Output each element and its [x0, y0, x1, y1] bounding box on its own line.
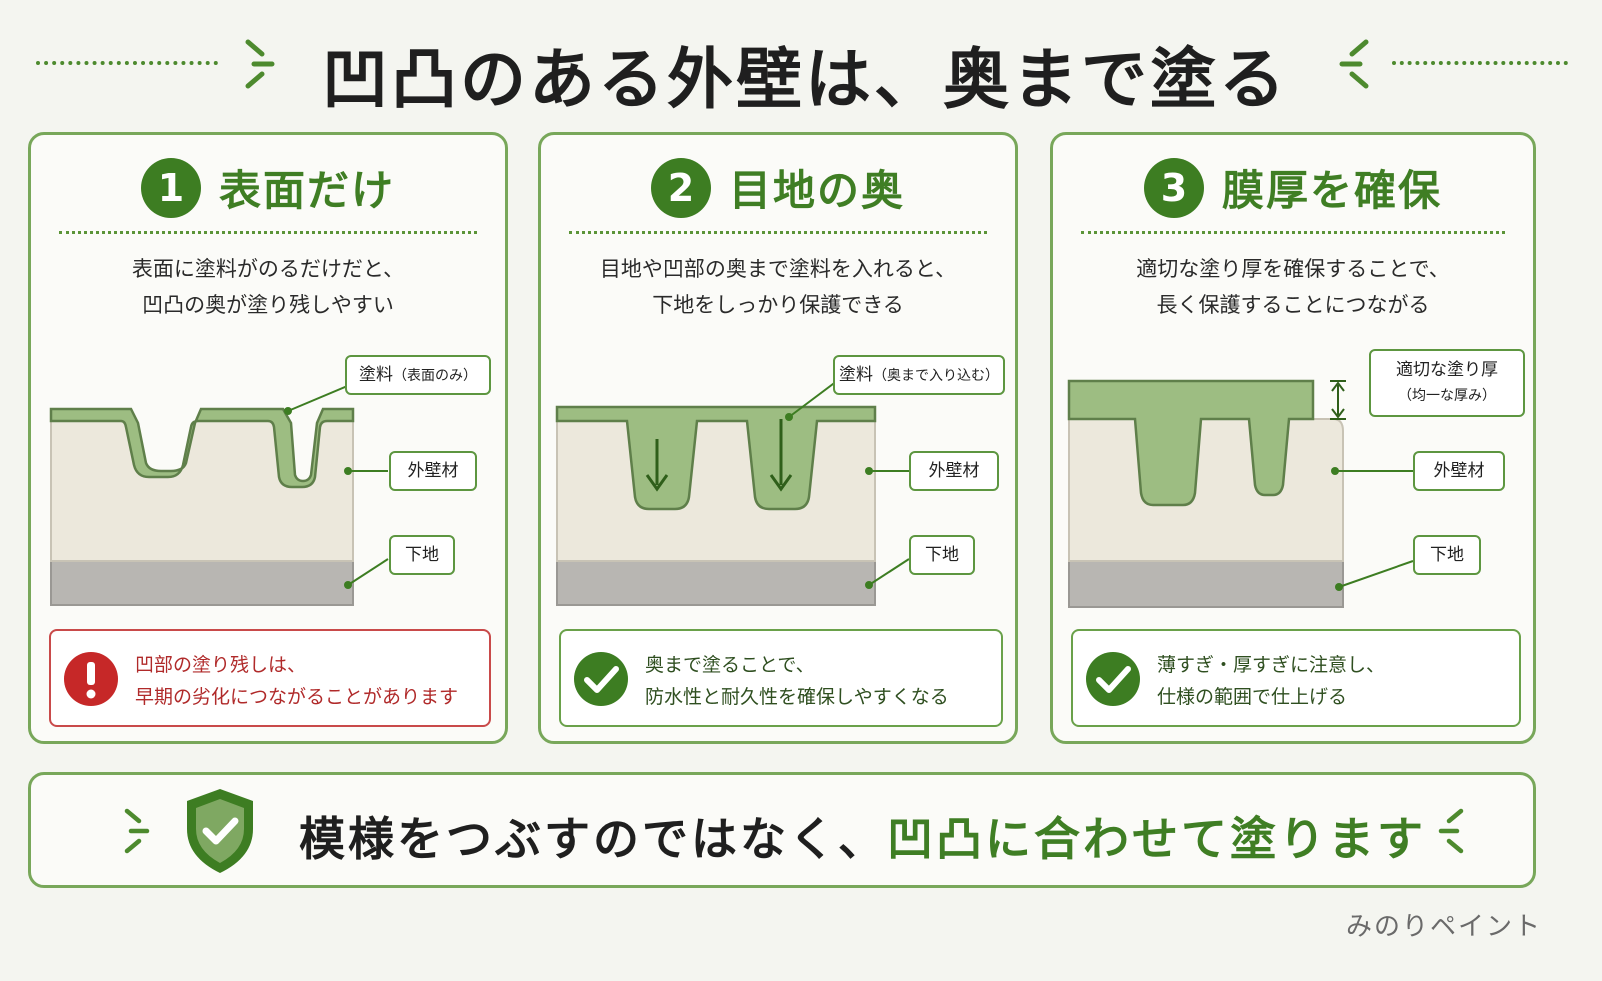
- surface-coat: [49, 407, 355, 489]
- exclamation-icon: [64, 652, 118, 706]
- shield-check-icon: [187, 789, 253, 873]
- callout-paint-note: （表面のみ）: [393, 368, 477, 384]
- banner-message: 模様をつぶすのではなく、凹凸に合わせて塗ります: [299, 803, 1426, 869]
- thick-coat: [1067, 379, 1315, 507]
- wall-cross-section-diagram: [1067, 379, 1414, 608]
- step-number-badge: 1: [140, 157, 201, 218]
- wall-cross-section-diagram: [555, 380, 910, 606]
- note-line: 早期の劣化につながることがあります: [135, 686, 459, 708]
- filled-coat: [555, 405, 877, 511]
- spark-left-icon: [245, 39, 275, 89]
- check-icon: [1086, 652, 1140, 706]
- bottom-banner: 模様をつぶすのではなく、凹凸に合わせて塗ります: [28, 772, 1536, 888]
- warning-note: 凹部の塗り残しは、 早期の劣化につながることがあります: [49, 629, 491, 727]
- spark-right-icon: [1438, 808, 1464, 854]
- step-number-badge: 3: [1143, 157, 1204, 218]
- check-text: 奥まで塗ることで、 防水性と耐久性を確保しやすくなる: [645, 649, 949, 713]
- description-line: 目地や凹部の奥まで塗料を入れると、: [599, 257, 957, 281]
- panel-description: 表面に塗料がのるだけだと、 凹凸の奥が塗り残しやすい: [31, 251, 505, 323]
- callout-paint-label: 適切な塗り厚: [1396, 360, 1498, 380]
- callout-paint: 適切な塗り厚 （均一な厚み）: [1369, 349, 1525, 417]
- note-line: 奥まで塗ることで、: [645, 654, 815, 676]
- panel-description: 目地や凹部の奥まで塗料を入れると、 下地をしっかり保護できる: [541, 251, 1015, 323]
- panel-joint-depth: 2 目地の奥 目地や凹部の奥まで塗料を入れると、 下地をしっかり保護できる 塗料（…: [538, 132, 1018, 744]
- dotted-divider: [569, 231, 987, 234]
- panel-description: 適切な塗り厚を確保することで、 長く保護することにつながる: [1053, 251, 1533, 323]
- warning-text: 凹部の塗り残しは、 早期の劣化につながることがあります: [135, 649, 458, 713]
- wall-material: [556, 420, 876, 562]
- callout-paint-label: 塗料: [359, 365, 393, 385]
- panel-heading: 2 目地の奥: [541, 157, 1015, 221]
- callout-wall: 外壁材: [389, 451, 477, 491]
- panel-heading: 3 膜厚を確保: [1053, 157, 1533, 221]
- base-layer: [1068, 560, 1344, 608]
- note-line: 仕様の範囲で仕上げる: [1157, 686, 1348, 708]
- title-dots-right: [1392, 61, 1568, 65]
- banner-text-part1: 模様をつぶすのではなく、: [299, 812, 887, 866]
- spark-right-icon: [1339, 39, 1369, 89]
- dotted-divider: [59, 231, 477, 234]
- callout-paint-label: 塗料: [839, 365, 873, 385]
- down-arrow-icon: [769, 474, 793, 492]
- check-note: 奥まで塗ることで、 防水性と耐久性を確保しやすくなる: [559, 629, 1003, 727]
- panel-title: 膜厚を確保: [1221, 166, 1442, 215]
- banner-text-part2: 凹凸に合わせて塗ります: [887, 812, 1426, 866]
- panel-heading: 1 表面だけ: [31, 157, 505, 221]
- callout-paint-note: （均一な厚み）: [1398, 388, 1496, 404]
- note-line: 薄すぎ・厚すぎに注意し、: [1157, 654, 1386, 676]
- callout-paint: 塗料（表面のみ）: [345, 355, 491, 395]
- wall-material: [1068, 418, 1344, 562]
- callout-paint: 塗料（奥まで入り込む）: [833, 355, 1005, 395]
- panel-title: 表面だけ: [218, 166, 395, 215]
- wall-cross-section-diagram: [49, 378, 389, 606]
- description-line: 長く保護することにつながる: [1156, 293, 1430, 317]
- spark-left-icon: [124, 808, 150, 854]
- callout-wall: 外壁材: [909, 451, 999, 491]
- description-line: 下地をしっかり保護できる: [652, 293, 904, 317]
- panel-surface-only: 1 表面だけ 表面に塗料がのるだけだと、 凹凸の奥が塗り残しやすい 塗料（表面のみ…: [28, 132, 508, 744]
- callout-base: 下地: [1413, 535, 1481, 575]
- note-line: 防水性と耐久性を確保しやすくなる: [645, 686, 949, 708]
- base-layer: [556, 560, 876, 606]
- panel-title: 目地の奥: [728, 166, 905, 215]
- panel-film-thickness: 3 膜厚を確保 適切な塗り厚を確保することで、 長く保護することにつながる 適切な…: [1050, 132, 1536, 744]
- thickness-arrow-icon: [1331, 381, 1345, 419]
- callout-base: 下地: [909, 535, 975, 575]
- title-row: 凹凸のある外壁は、奥まで塗る: [0, 18, 1602, 118]
- check-icon: [574, 652, 628, 706]
- check-text: 薄すぎ・厚すぎに注意し、 仕様の範囲で仕上げる: [1157, 649, 1385, 713]
- down-arrow-icon: [645, 474, 669, 492]
- check-note: 薄すぎ・厚すぎに注意し、 仕様の範囲で仕上げる: [1071, 629, 1521, 727]
- wall-material: [50, 420, 354, 562]
- dotted-divider: [1081, 231, 1505, 234]
- callout-paint-note: （奥まで入り込む）: [873, 368, 999, 384]
- description-line: 表面に塗料がのるだけだと、: [131, 257, 405, 281]
- callout-base: 下地: [389, 535, 455, 575]
- base-layer: [50, 560, 354, 606]
- description-line: 適切な塗り厚を確保することで、: [1136, 257, 1450, 281]
- callout-wall: 外壁材: [1413, 451, 1505, 491]
- note-line: 凹部の塗り残しは、: [135, 654, 307, 676]
- step-number-badge: 2: [650, 157, 711, 218]
- description-line: 凹凸の奥が塗り残しやすい: [142, 293, 394, 317]
- page-title: 凹凸のある外壁は、奥まで塗る: [322, 41, 1288, 118]
- title-dots-left: [36, 61, 218, 65]
- brand-name: みのりペイント: [1345, 912, 1542, 942]
